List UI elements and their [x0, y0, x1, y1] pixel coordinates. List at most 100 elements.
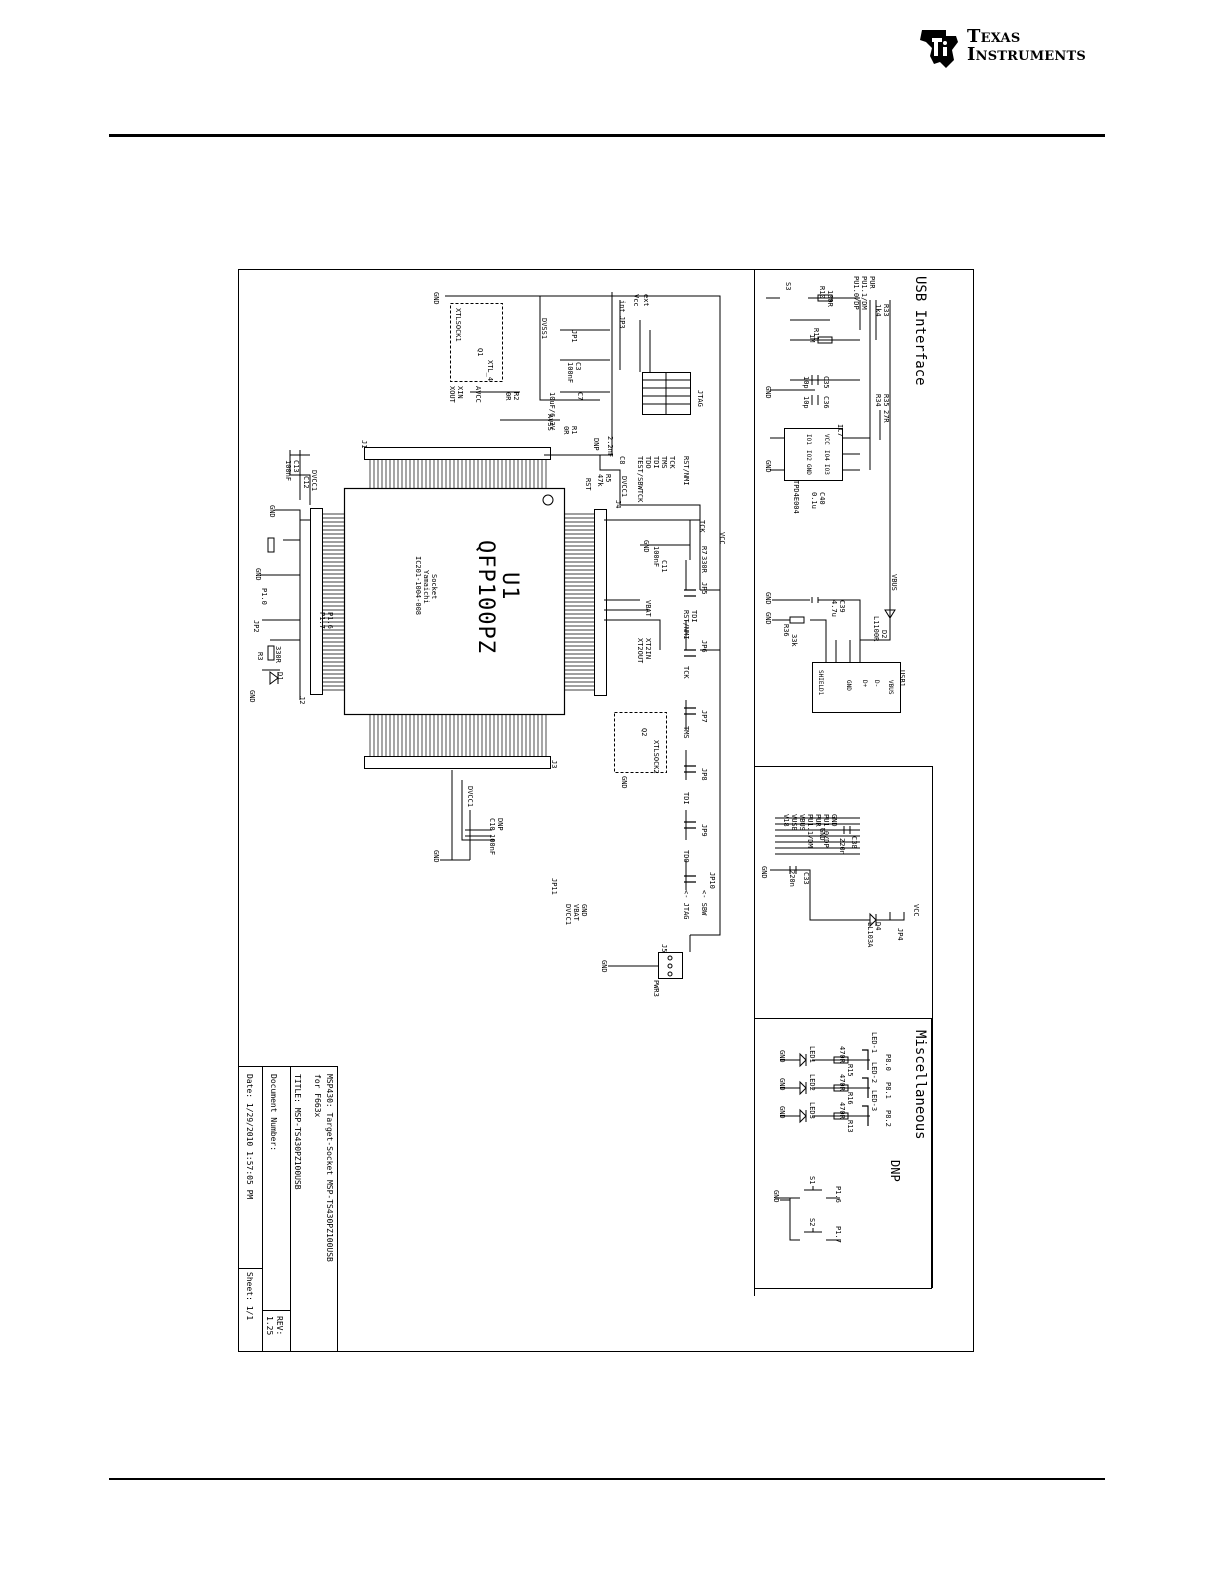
- net-vbus: VBUS: [798, 814, 806, 831]
- r1-value: 0R: [562, 426, 570, 435]
- dvss-label: DVSS1: [540, 318, 548, 340]
- tb-line2: for F663x: [313, 1074, 322, 1118]
- p10-label: P1.0: [260, 588, 268, 605]
- net-v18: V18: [782, 814, 790, 827]
- c12-label: C12: [302, 476, 310, 489]
- section-title-dnp: DNP: [888, 1160, 902, 1182]
- c35-label: C35: [822, 376, 830, 389]
- tb-date: Date: 1/29/2010 1:57:05 PM: [245, 1074, 254, 1200]
- ic7-io3: IO3: [823, 464, 830, 475]
- r3-label: R3: [256, 652, 264, 661]
- net-pur: PUR: [814, 814, 822, 827]
- dvcc1-label-top: DVCC1: [620, 476, 628, 498]
- p81-label: P8.1: [884, 1082, 892, 1099]
- tms-label: TMS: [660, 456, 668, 469]
- header-rule: [109, 134, 1105, 137]
- usb1-dp: D+: [861, 680, 868, 688]
- ic7-vcc: VCC: [823, 434, 830, 445]
- r16-label: R16: [846, 1092, 854, 1105]
- j5-label: J5: [660, 944, 668, 953]
- gnd-usb-1: GND: [764, 386, 772, 399]
- p82-label: P8.2: [884, 1110, 892, 1127]
- pwr3-label: PWR3: [652, 980, 660, 997]
- c38-value: 220n: [838, 838, 846, 855]
- c8-label: C8: [618, 456, 626, 465]
- r10-label: R10: [818, 286, 826, 299]
- s3-label: S3: [784, 282, 792, 291]
- tb-line1: MSP430: Target-Socket MSP-TS430PZ100USB: [325, 1074, 334, 1262]
- section-title-usb: USB Interface: [912, 276, 928, 386]
- pu-dm-label: PU1.1/DM: [860, 276, 868, 310]
- r7-value: 330R: [700, 556, 708, 573]
- d4-label: D4: [874, 922, 882, 931]
- c40-value: 0.1u: [810, 492, 818, 509]
- r3-value: 330R: [274, 646, 282, 663]
- usb1-dm: D-: [873, 680, 880, 688]
- r2-value: 0R: [504, 392, 512, 401]
- r35-value: 27R: [882, 410, 890, 423]
- led-c-label: LED-3: [870, 1090, 878, 1112]
- gnd-misc-2: GND: [778, 1078, 786, 1091]
- led3-label: LED3: [808, 1102, 816, 1119]
- r36-label: R36: [782, 624, 790, 637]
- c11-value: 100nF: [652, 546, 660, 568]
- jp10-label: JP10: [708, 872, 716, 889]
- ic7-body: [784, 428, 843, 481]
- ic7-label: IC7: [836, 424, 844, 437]
- xtlsock2-label: XTLSOCK2: [652, 740, 660, 774]
- pur-label: PUR: [868, 276, 876, 289]
- section-title-misc: Miscellaneous: [912, 1030, 928, 1140]
- tdi-net-label3: TDI: [682, 792, 690, 805]
- vcc-net-label: VCC: [718, 532, 726, 545]
- c33-label: C33: [802, 872, 810, 885]
- r34-label: R34: [874, 394, 882, 407]
- c10-value: 100nF: [488, 834, 496, 856]
- jp3-label: JP3: [618, 316, 626, 329]
- tdi-net-label: TDI: [690, 610, 698, 623]
- vcc-dnp-label: VCC: [912, 904, 920, 917]
- xtlsock1: [450, 303, 503, 382]
- rst-net-label: RST/NMI: [682, 610, 690, 640]
- c36-label: C36: [822, 396, 830, 409]
- led-a-label: LED-1: [870, 1032, 878, 1054]
- ti-logo-icon: [920, 30, 958, 68]
- c7-label: C7: [576, 392, 584, 401]
- title-block-frame: [238, 1066, 338, 1352]
- r11-value: 1M: [808, 334, 816, 343]
- tb-rev: 1.25: [265, 1316, 274, 1336]
- jp5-label: JP5: [700, 582, 708, 595]
- jp7-label: JP7: [700, 710, 708, 723]
- gnd-usb-2: GND: [764, 460, 772, 473]
- p16-misc-label: P1.6: [834, 1186, 842, 1203]
- tck-net-label: TCK: [698, 520, 706, 533]
- jp2-label: JP2: [252, 620, 260, 633]
- test-label: TEST/SBWTCK: [636, 456, 644, 503]
- xt2in-label: XT2IN: [644, 638, 652, 660]
- c35-value: 10p: [802, 376, 810, 389]
- l1-value: L1100R: [872, 616, 880, 642]
- r36-value: 33k: [790, 634, 798, 647]
- vcc-ext-label: Vcc: [632, 294, 640, 307]
- usb1-label: USB1: [898, 670, 906, 687]
- c3-label: C3: [574, 362, 582, 371]
- xtlsock1-label: XTLSOCK1: [454, 308, 462, 342]
- ext-label: ext: [642, 294, 650, 307]
- brand-line1: Texas: [967, 26, 1021, 47]
- xout-label: XOUT: [448, 386, 456, 403]
- led2-label: LED2: [808, 1074, 816, 1091]
- int-label: int: [618, 300, 626, 313]
- gnd-label-7: GND: [620, 776, 628, 789]
- pu-dp-label: PU1.0/DP: [852, 276, 860, 310]
- led1-res: 470R: [838, 1046, 846, 1063]
- gnd-label-5: GND: [248, 690, 256, 703]
- tb-rev-label: REV:: [275, 1316, 284, 1336]
- pwr3-connector: [658, 952, 683, 979]
- u1-body: [343, 487, 566, 716]
- gnd-misc-4: GND: [772, 1190, 780, 1203]
- p17-label: P1.7: [318, 612, 326, 629]
- u1-socket-line3: IC201-1004-008: [414, 556, 422, 616]
- r15-label: R15: [846, 1064, 854, 1077]
- r13-label: R13: [846, 1120, 854, 1133]
- misc-box: [754, 1018, 932, 1289]
